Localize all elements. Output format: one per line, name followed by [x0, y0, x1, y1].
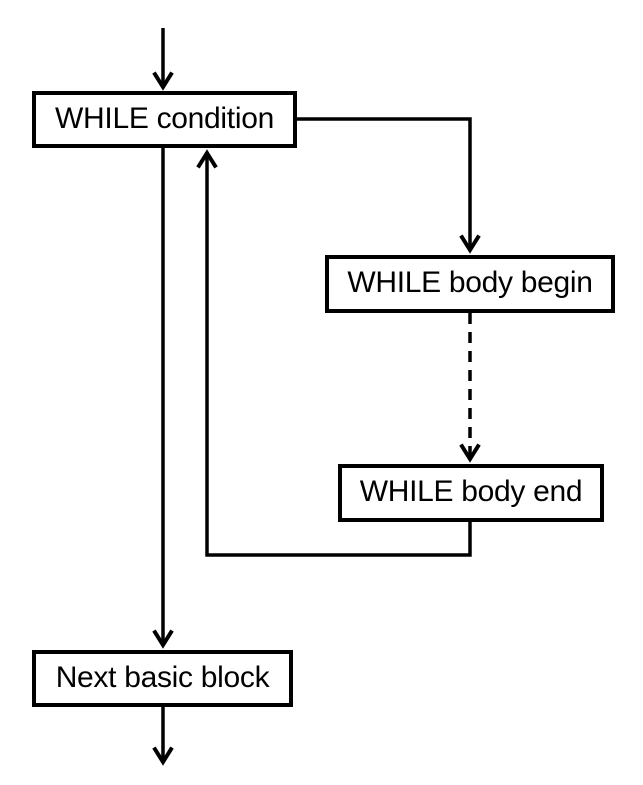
node-next-basic-block: Next basic block — [32, 650, 293, 707]
edge-while-condition-to-body-begin — [297, 117, 481, 254]
node-while-condition: WHILE condition — [32, 91, 297, 148]
edge-while-body-end-loopback-to-condition — [196, 149, 472, 557]
node-while-condition-label: WHILE condition — [55, 101, 274, 135]
node-next-basic-block-label: Next basic block — [55, 660, 270, 694]
node-while-body-begin-label: WHILE body begin — [347, 266, 593, 299]
node-while-body-end-label: WHILE body end — [359, 475, 583, 508]
node-while-body-begin: WHILE body begin — [325, 255, 615, 313]
node-while-body-end: WHILE body end — [338, 464, 604, 522]
edges-group — [152, 28, 481, 766]
